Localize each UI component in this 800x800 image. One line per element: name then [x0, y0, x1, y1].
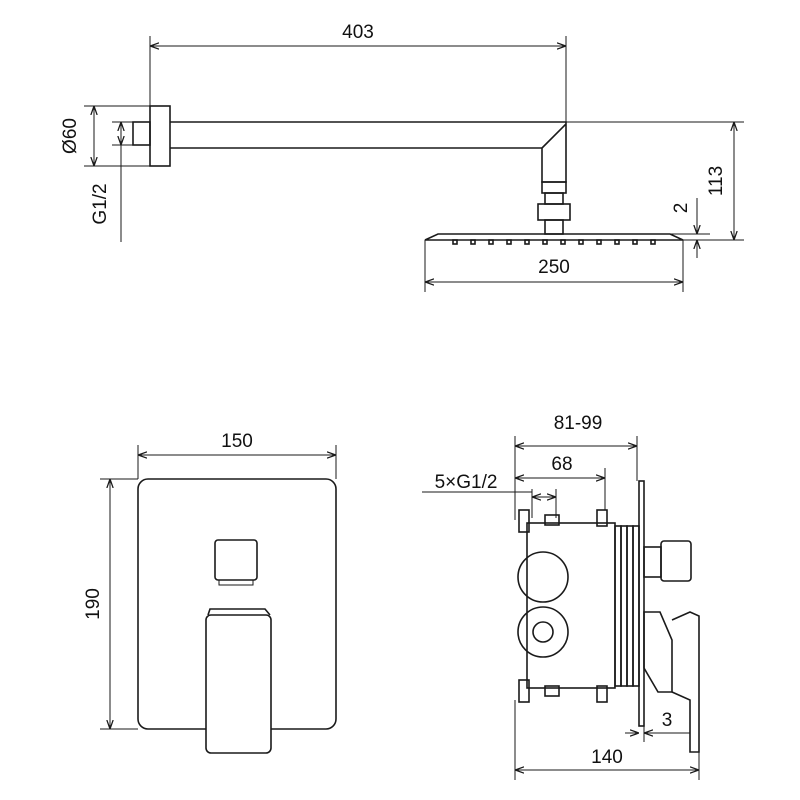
wall-plate-edge — [638, 480, 645, 727]
lever-handle-side — [643, 611, 673, 693]
mixer-front-view: 150 190 — [83, 431, 337, 754]
lever-handle — [205, 614, 272, 754]
shower-arm — [170, 121, 567, 183]
dim-head-width: 250 — [538, 257, 570, 278]
mixer-side-view: 81-99 68 5×G1/2 3 140 — [422, 413, 700, 780]
dim-total-depth: 140 — [591, 747, 623, 768]
wall-flange — [149, 105, 171, 167]
dim-box-depth-range: 81-99 — [554, 413, 603, 434]
inlet-port-upper — [517, 551, 569, 603]
ball-joint — [537, 203, 571, 221]
head-neck — [544, 219, 564, 235]
shower-head — [424, 233, 684, 241]
dim-head-thickness: 2 — [671, 203, 692, 214]
dim-flange-diameter: Ø60 — [60, 118, 81, 154]
inlet-port-lower — [517, 606, 569, 658]
arm-nut-ring — [544, 192, 564, 205]
dim-arm-length: 403 — [342, 22, 374, 43]
cartridge-port — [532, 621, 554, 643]
dim-head-height: 113 — [706, 166, 727, 196]
arm-nut — [541, 181, 567, 194]
dim-plate-width: 150 — [221, 431, 253, 452]
lever-handle-blade — [671, 611, 700, 753]
shower-arm-view: 403 Ø60 G1/2 113 2 250 — [60, 22, 744, 292]
extension-ribs — [614, 525, 640, 687]
diverter-knob-side — [643, 546, 662, 578]
diverter-knob-base — [218, 580, 254, 586]
flange-collar — [132, 121, 151, 146]
valve-body — [526, 522, 616, 689]
diverter-knob — [214, 539, 258, 581]
head-nozzles — [452, 239, 656, 245]
dim-inlet-thread: 5×G1/2 — [435, 472, 498, 493]
dim-plate-height: 190 — [83, 588, 104, 620]
dim-box-inner-depth: 68 — [551, 454, 572, 475]
diverter-knob-cap — [660, 540, 692, 582]
dim-wall-thread: G1/2 — [90, 183, 111, 224]
lever-handle-base — [207, 608, 271, 616]
dim-plate-thickness: 3 — [662, 710, 673, 731]
